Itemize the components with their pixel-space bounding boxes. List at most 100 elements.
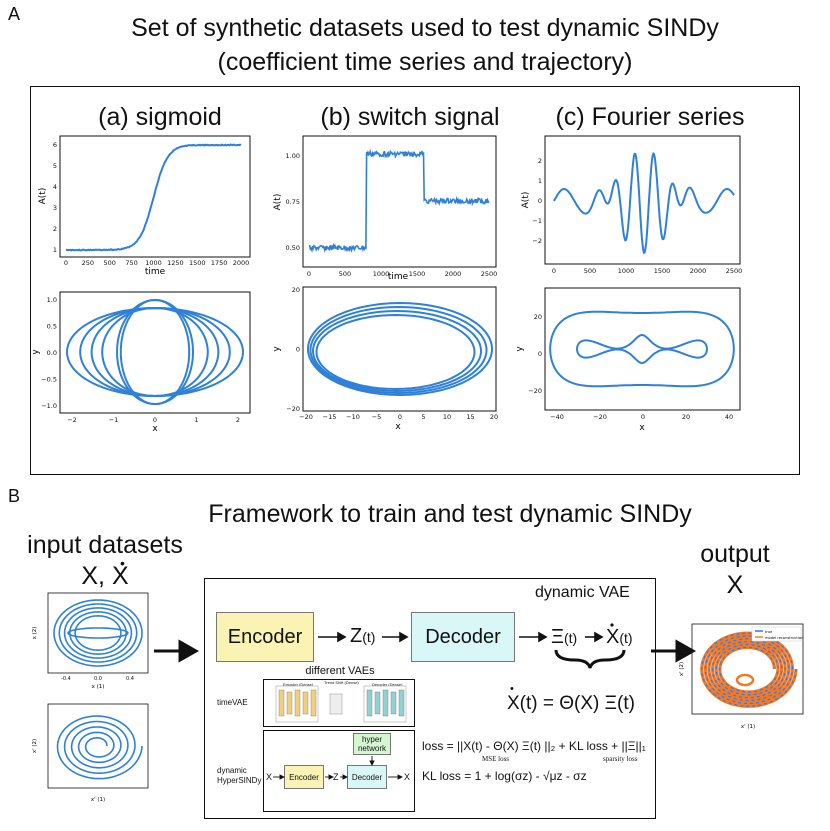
- fo-ts-ytick: −1: [532, 217, 542, 225]
- fo-traj-xtick: 40: [725, 413, 733, 421]
- decoder-block: Decoder: [411, 612, 515, 662]
- fo-ts-xtick: 1500: [654, 267, 671, 275]
- fo-traj-xtick: 20: [682, 413, 690, 421]
- encoder-block: Encoder: [216, 612, 314, 662]
- sig-traj-ytick: −1.0: [41, 402, 57, 410]
- sig-traj-ytick: 0.5: [47, 323, 57, 331]
- input1-orbit: [53, 599, 143, 667]
- z-symbol: Z(t): [350, 625, 375, 648]
- sig-ts-xtick: 0: [64, 259, 68, 267]
- input1-xtick: 0.4: [126, 676, 134, 682]
- hypersindy-box: [263, 730, 415, 812]
- fo-traj-xlabel: x: [639, 423, 645, 433]
- sw-ts-xlabel: time: [388, 272, 409, 282]
- sw-traj-xtick: 15: [466, 413, 474, 421]
- fo-traj-ytick: 20: [534, 313, 542, 321]
- input1-xlabel: x (1): [92, 684, 105, 690]
- small-encoder-block: Encoder: [284, 765, 324, 789]
- input1-ylabel: x (2): [32, 627, 38, 640]
- sw-traj-xtick: 10: [443, 413, 451, 421]
- z-t-label: (t): [362, 629, 376, 645]
- sw-ts-xtick: 2500: [481, 270, 498, 278]
- panel-a-title-line1: Set of synthetic datasets used to test d…: [131, 14, 719, 42]
- timevae-encoder-label: Encoder (Dense): [283, 682, 314, 687]
- panel-b-title: Framework to train and test dynamic SIND…: [208, 500, 692, 528]
- xdot-t-label: (t): [619, 630, 633, 646]
- fo-traj-xtick: −40: [550, 413, 564, 421]
- input1-orbit: [58, 603, 138, 663]
- input1-xtick: 0.0: [94, 676, 102, 682]
- timevae-label: timeVAE: [217, 698, 248, 707]
- xi-label: Ξ: [551, 626, 564, 648]
- small-x-in: X: [266, 772, 273, 782]
- framework-frame: [204, 578, 656, 819]
- hyper-network-label-1: hyper: [361, 735, 382, 744]
- xi-symbol: Ξ(t): [551, 626, 577, 649]
- fo-ts-xtick: 0: [552, 267, 556, 275]
- sw-traj-ytick: −20: [286, 405, 300, 413]
- sw-ts-xtick: 1000: [373, 270, 390, 278]
- sig-ts-xtick: 1500: [189, 259, 206, 267]
- sig-traj-xtick: 0: [153, 416, 157, 424]
- fo-ts-xtick: 1000: [618, 267, 635, 275]
- sw-traj-xtick: −10: [346, 413, 360, 421]
- legend-model: model reconstruction: [765, 636, 803, 640]
- sw-traj-ytick: 20: [292, 286, 300, 294]
- fo-ts-ytick: 2: [538, 157, 542, 165]
- fo-traj-xtick: −20: [593, 413, 607, 421]
- sig-ts-ytick: 3: [53, 204, 57, 212]
- sw-traj-ylabel: y: [272, 346, 282, 352]
- encoder-label: Encoder: [227, 625, 303, 648]
- fo-ts-xtick: 2000: [690, 267, 707, 275]
- input-dot-mark: •: [120, 555, 125, 571]
- output-ylabel: x' (2): [679, 662, 685, 676]
- sw-traj-xtick: 5: [421, 413, 425, 421]
- sw-traj-xtick: 0: [398, 413, 402, 421]
- fo-traj-ytick: 0: [538, 350, 542, 358]
- timevae-trend-label: Trend Shift (Dense): [324, 680, 359, 685]
- sig-traj-ytick: 1.0: [47, 296, 57, 304]
- fourier-series: [553, 151, 735, 255]
- input1-orbit: [74, 614, 122, 652]
- sig-traj-ytick: 0.0: [47, 349, 57, 357]
- switch-orbit: [315, 313, 476, 391]
- input2-xlabel: x' (1): [91, 797, 105, 803]
- sig-traj-ylabel: y: [31, 349, 41, 355]
- sig-ts-xtick: 1750: [211, 259, 228, 267]
- main-equation: X(t) = Θ(X) Ξ(t): [507, 693, 635, 714]
- sw-traj-xtick: −5: [372, 413, 382, 421]
- sw-ts-xtick: 0: [307, 270, 311, 278]
- input2-spiral: [56, 715, 143, 780]
- panel-b-letter: B: [8, 486, 21, 506]
- sig-ts-xlabel: time: [145, 267, 166, 277]
- z-label: Z: [350, 625, 363, 647]
- sw-traj-xtick: 20: [490, 413, 498, 421]
- sig-ts-ytick: 1: [53, 246, 57, 254]
- input1-orbit: [63, 607, 133, 659]
- switch-orbit: [306, 301, 493, 397]
- sig-ts-xtick: 500: [104, 259, 116, 267]
- timevae-decoder-label: Decoder (Dense): [372, 682, 403, 687]
- sig-ts-xtick: 1000: [145, 259, 162, 267]
- hyper-network-label-2: network: [357, 744, 386, 753]
- sw-ts-ytick: 0.75: [286, 198, 300, 206]
- sw-ts-ytick: 0.50: [286, 244, 300, 252]
- fo-ts-ytick: 0: [538, 197, 542, 205]
- xdot-symbol: X(t): [606, 626, 633, 649]
- input2-ylabel: x' (2): [32, 739, 38, 753]
- sig-ts-ytick: 4: [53, 183, 57, 191]
- sig-ts-ytick: 5: [53, 162, 57, 170]
- sparsity-loss-label: sparsity loss: [603, 755, 638, 763]
- switch-orbit: [311, 309, 482, 393]
- sig-ts-xtick: 250: [82, 259, 94, 267]
- panel-a-frame: [30, 86, 800, 475]
- sigmoid-orbit: [79, 306, 231, 398]
- sigmoid-orbit: [101, 306, 209, 398]
- panel-a-title-line2: (coefficient time series and trajectory): [217, 48, 633, 76]
- fo-ts-xtick: 500: [584, 267, 596, 275]
- loss-equation: loss = ||X(t) - Θ(X) Ξ(t) ||₂ + KL loss …: [422, 739, 646, 753]
- xdot-label: X: [606, 626, 620, 648]
- sw-ts-xtick: 2000: [445, 270, 462, 278]
- panel-a-letter: A: [8, 4, 21, 24]
